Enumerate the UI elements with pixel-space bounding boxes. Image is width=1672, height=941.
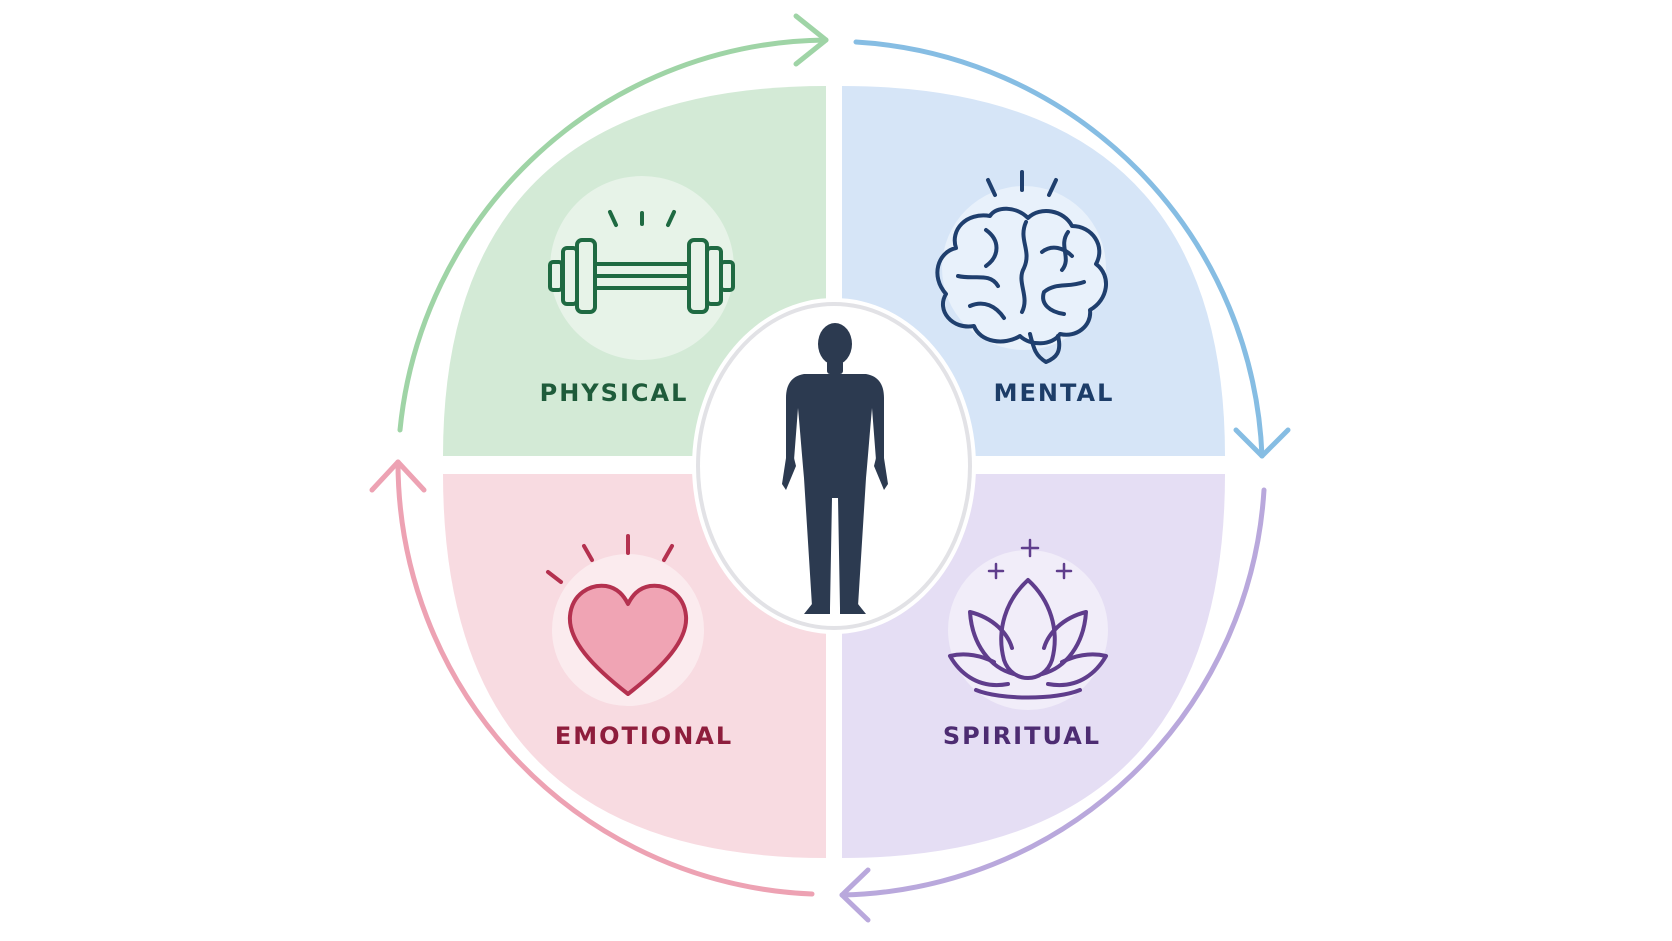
physical-cycle-arrow <box>397 13 829 433</box>
spiritual-cycle-arrow <box>839 487 1267 923</box>
lotus-icon <box>948 538 1108 700</box>
cycle-arrows <box>369 13 1291 923</box>
physical-label: PHYSICAL <box>540 379 689 407</box>
dumbbell-icon <box>548 210 735 314</box>
spiritual-label: SPIRITUAL <box>943 722 1101 750</box>
human-figure-icon <box>782 323 888 614</box>
heart-icon <box>546 534 689 696</box>
brain-icon <box>935 170 1109 364</box>
sparkle-icon <box>987 538 1073 580</box>
emotional-label: EMOTIONAL <box>555 722 733 750</box>
mental-label: MENTAL <box>994 379 1115 407</box>
emotional-cycle-arrow <box>369 459 815 897</box>
mental-cycle-arrow <box>853 39 1291 459</box>
